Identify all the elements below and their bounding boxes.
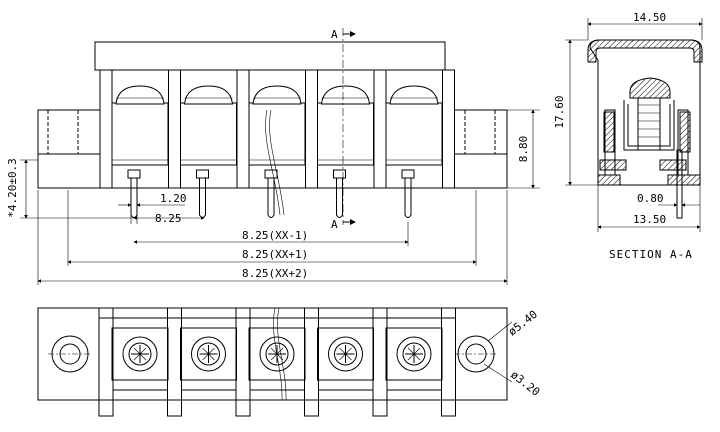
- section-cut-marker: A A: [331, 28, 356, 231]
- section-view: [587, 39, 703, 219]
- section-marker-bottom: A: [331, 218, 338, 231]
- front-screw-head: [320, 85, 371, 105]
- front-screw-head: [252, 85, 302, 105]
- section-foot-left: [597, 174, 621, 186]
- front-barrier: [305, 69, 318, 189]
- section-top-cover: [587, 39, 703, 63]
- front-pin: [199, 178, 206, 218]
- front-poles: [99, 69, 455, 401]
- section-screw-head: [629, 77, 671, 99]
- front-dimensions: 1.20 8.25 8.25(XX-1) 8.25(XX+1) 8.25(XX+…: [6, 109, 540, 285]
- top-view-body: [37, 307, 508, 401]
- front-screw-head: [389, 85, 439, 105]
- top-barrier: [98, 307, 114, 417]
- top-terminal-pocket: [248, 327, 306, 381]
- top-poles: [98, 307, 456, 417]
- front-screw-head: [183, 85, 234, 105]
- top-screw-outer: [396, 336, 432, 372]
- leader-line: [487, 321, 513, 342]
- section-base-left: [599, 159, 627, 171]
- front-pin: [267, 178, 275, 218]
- section-pin: [676, 149, 683, 219]
- section-screw-body: [637, 97, 661, 151]
- top-screw-inner: [334, 342, 357, 366]
- front-terminal-window: [111, 102, 169, 166]
- dim-section-width-bottom: 13.50: [633, 213, 666, 226]
- section-dimensions: 14.50 17.60 0.80 13.50 SECTION A-A: [553, 11, 703, 261]
- front-pin: [130, 178, 138, 218]
- top-screw-cross: [133, 347, 147, 361]
- dim-span-xx+1: 8.25(XX+1): [242, 248, 308, 261]
- section-clamp-inner: [627, 104, 671, 147]
- front-barrier: [168, 69, 181, 189]
- dim-body-height: 8.80: [517, 136, 530, 163]
- top-terminal-pocket: [111, 327, 169, 381]
- top-screw-outer: [328, 336, 363, 372]
- front-terminal-window: [180, 102, 237, 166]
- dim-section-height: 17.60: [553, 95, 566, 128]
- leader-line: [483, 363, 513, 383]
- section-caption: SECTION A-A: [609, 248, 693, 261]
- front-barrier: [373, 69, 387, 189]
- front-barrier: [236, 69, 250, 189]
- dim-hole-outer: ø5.40: [506, 308, 540, 339]
- top-terminal-pocket: [385, 327, 443, 381]
- top-screw-cross: [270, 347, 284, 361]
- top-screw-cross: [202, 347, 215, 361]
- right-flange-hole-hidden: [464, 109, 496, 155]
- dim-span-xx+2: 8.25(XX+2): [242, 267, 308, 280]
- dim-hole-inner: ø3.20: [508, 368, 542, 399]
- front-pin: [404, 178, 412, 218]
- section-clamp: [623, 100, 675, 151]
- top-screw-outer: [191, 336, 226, 372]
- break-line: [269, 109, 285, 216]
- front-screw-head: [115, 85, 165, 105]
- top-screw-inner: [128, 342, 152, 366]
- top-screw-inner: [402, 342, 426, 366]
- dim-span-xx-1: 8.25(XX-1): [242, 229, 308, 242]
- left-mount-flange: [37, 109, 101, 189]
- front-terminal-window: [248, 102, 306, 166]
- top-screw-cross: [407, 347, 421, 361]
- front-pin-slot: [196, 169, 209, 179]
- dim-pin-thickness: 0.80: [637, 192, 664, 205]
- dim-pitch: 8.25: [155, 212, 182, 225]
- top-screw-inner: [265, 342, 289, 366]
- section-marker-top: A: [331, 28, 338, 41]
- front-top-cover: [94, 41, 446, 71]
- top-terminal-pocket: [317, 327, 374, 381]
- dim-pin-width: 1.20: [160, 192, 187, 205]
- top-screw-inner: [197, 342, 220, 366]
- front-pin-slot: [401, 169, 415, 179]
- left-flange-hole-hidden: [47, 109, 79, 155]
- section-right-wall-hatch: [679, 111, 691, 153]
- dim-section-width-top: 14.50: [633, 11, 666, 24]
- front-pin-slot: [264, 169, 278, 179]
- front-pin-slot: [127, 169, 141, 179]
- front-barrier: [442, 69, 455, 189]
- break-line: [265, 109, 281, 216]
- top-screw-cross: [339, 347, 352, 361]
- front-pin-slot: [333, 169, 346, 179]
- front-barrier: [99, 69, 113, 189]
- front-pin: [336, 178, 343, 218]
- top-terminal-pocket: [180, 327, 237, 381]
- front-terminal-window: [317, 102, 374, 166]
- front-terminal-window: [385, 102, 443, 166]
- section-base-right: [659, 159, 687, 171]
- section-foot-right: [667, 174, 701, 186]
- top-view: ø5.40 ø3.20: [37, 307, 542, 401]
- top-screw-outer: [122, 336, 158, 372]
- dim-mount-height: *4.20±0.3: [6, 158, 19, 218]
- section-left-wall-hatch: [603, 111, 615, 153]
- top-screw-outer: [259, 336, 295, 372]
